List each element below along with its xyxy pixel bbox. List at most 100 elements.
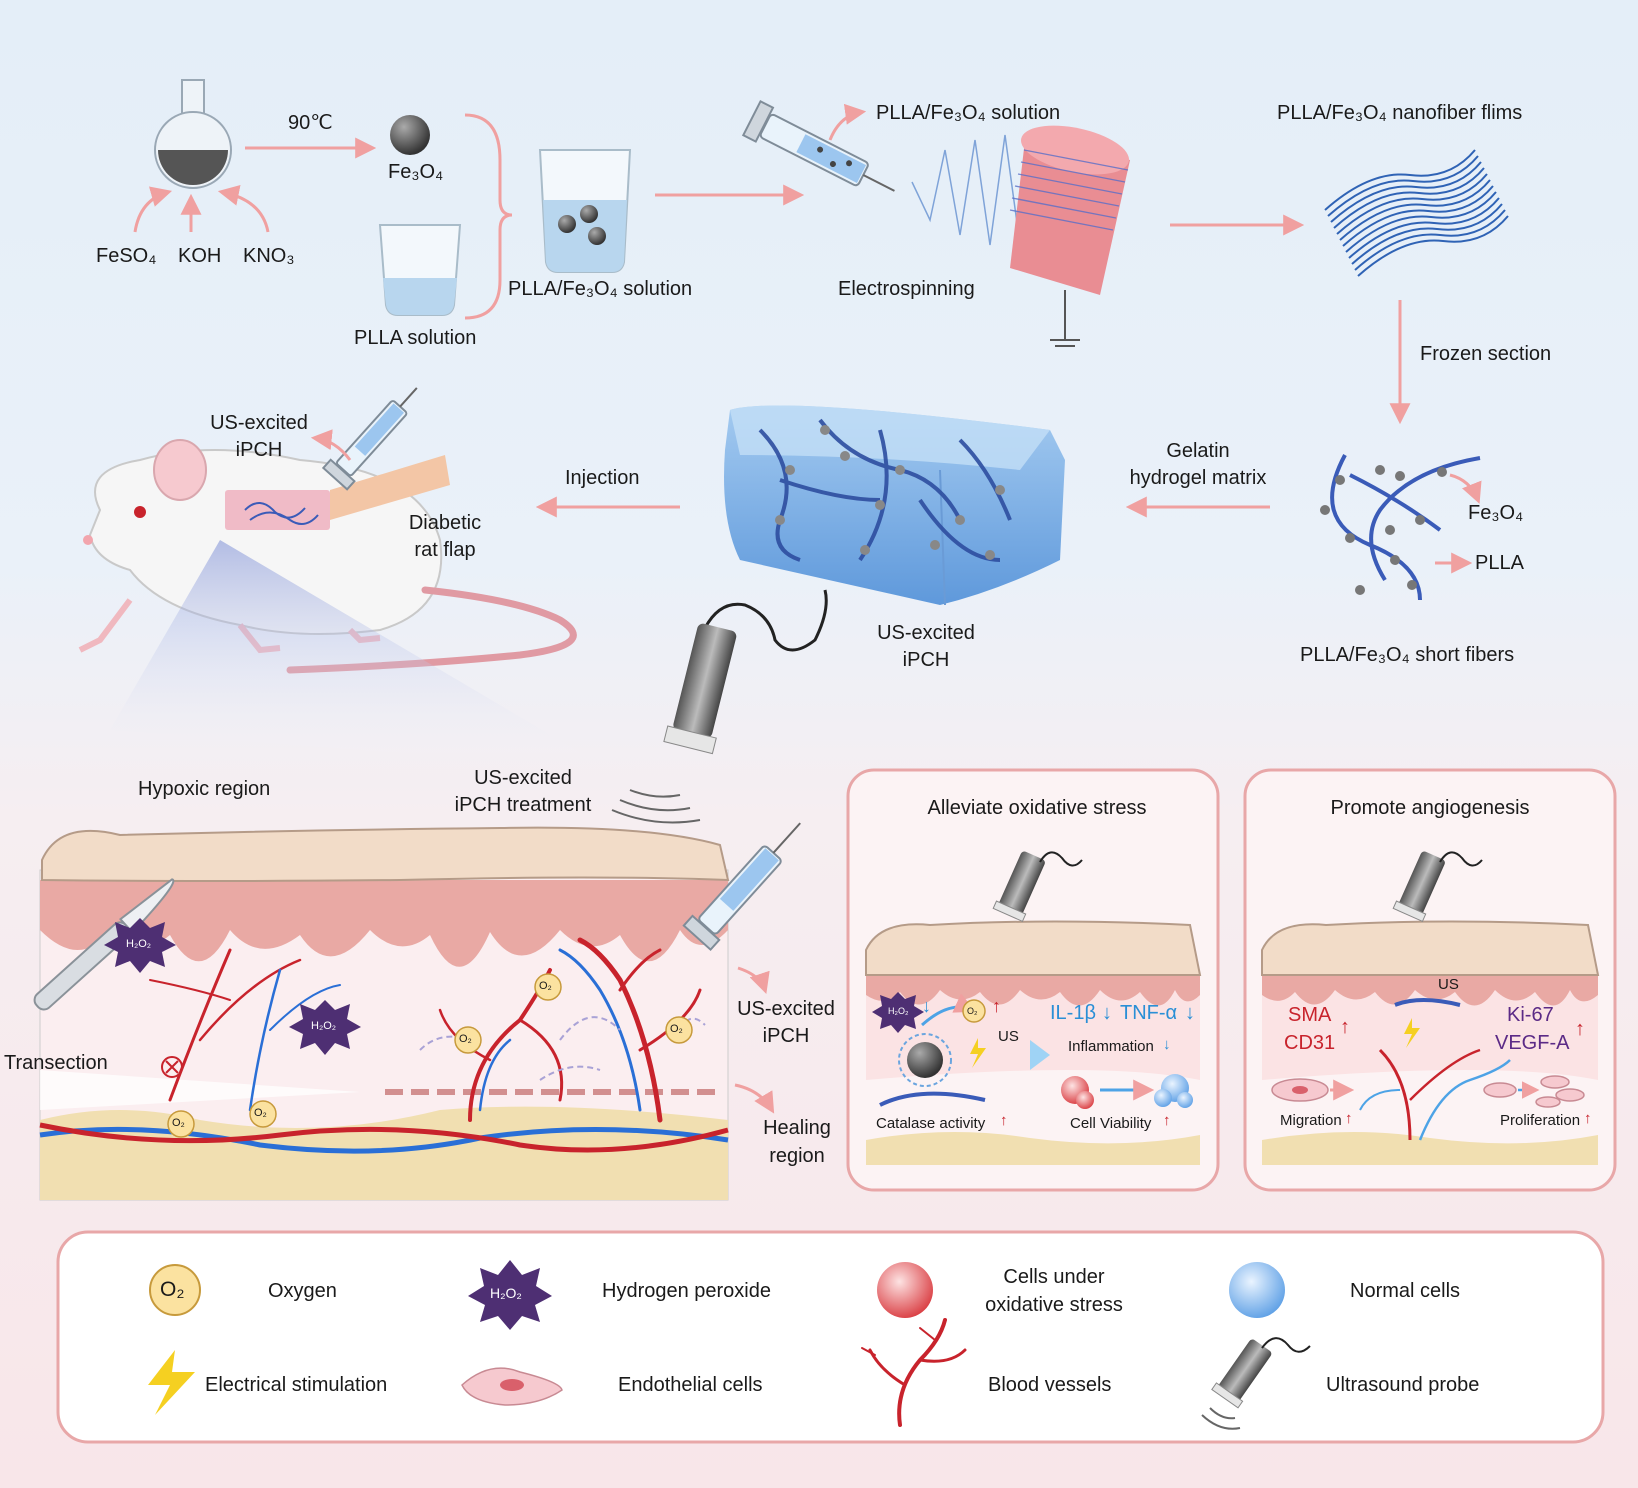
sma-label: SMA bbox=[1288, 1004, 1332, 1026]
fe3o4-callout-arrow bbox=[1449, 473, 1482, 504]
legend-oxygen-label: Oxygen bbox=[268, 1280, 337, 1302]
legend-endothelial-icon bbox=[461, 1367, 563, 1406]
treatment-label-line1: US-excited bbox=[474, 767, 572, 789]
hypoxic-region-label: Hypoxic region bbox=[138, 778, 271, 800]
inflammation-label: Inflammation bbox=[1068, 1038, 1154, 1055]
legend-h2o2-icon bbox=[468, 1260, 552, 1330]
migration-label: Migration bbox=[1280, 1112, 1342, 1129]
legend-normal-cell-icon bbox=[1229, 1262, 1285, 1318]
transection-label: Transection bbox=[4, 1052, 108, 1074]
frozen-section-label: Frozen section bbox=[1420, 343, 1552, 365]
oxidative-panel-tissue bbox=[865, 851, 1202, 1165]
rat-illustration bbox=[78, 439, 577, 674]
plla-fe3o4-solution-label: PLLA/Fe₃O₄ solution bbox=[508, 278, 693, 300]
tissue-iPCH-line2: iPCH bbox=[762, 1025, 810, 1047]
rat-us-line2: iPCH bbox=[235, 439, 283, 461]
reagent-koh: KOH bbox=[178, 245, 222, 267]
tissue-o2-text-4: O₂ bbox=[172, 1117, 185, 1129]
oxidative-panel-title: Alleviate oxidative stress bbox=[927, 797, 1147, 819]
legend-vessel-icon bbox=[861, 1318, 967, 1427]
tissue-o2-text-5: O₂ bbox=[254, 1107, 267, 1119]
ki67-vegfa-up-arrow: ↑ bbox=[1575, 1018, 1585, 1040]
syringe-tissue bbox=[682, 822, 801, 952]
temp-label: 90℃ bbox=[288, 112, 333, 134]
beaker-plla bbox=[378, 224, 462, 316]
tissue-section bbox=[39, 826, 730, 1201]
rat-us-line1: US-excited bbox=[210, 412, 308, 434]
beaker-plla-fe3o4 bbox=[538, 149, 632, 273]
angio-us-label: US bbox=[1438, 976, 1459, 993]
legend-probe-label: Ultrasound probe bbox=[1326, 1374, 1480, 1396]
inflammation-down-arrow: ↓ bbox=[1163, 1036, 1171, 1053]
plla-solution-label: PLLA solution bbox=[354, 327, 477, 349]
reagent-feso4: FeSO₄ bbox=[96, 245, 157, 267]
vegfa-label: VEGF-A bbox=[1495, 1032, 1570, 1054]
electrospinning-jet bbox=[911, 134, 1036, 246]
catalase-label: Catalase activity bbox=[876, 1115, 986, 1132]
short-fibers bbox=[1330, 454, 1481, 601]
legend-oxygen-icon bbox=[149, 1264, 201, 1316]
il1b-down-arrow: ↓ bbox=[1102, 1002, 1112, 1024]
cd31-label: CD31 bbox=[1284, 1032, 1336, 1054]
legend-h2o2-label: Hydrogen peroxide bbox=[602, 1280, 771, 1302]
angio-panel-title: Promote angiogenesis bbox=[1330, 797, 1530, 819]
tissue-o2-text-2: O₂ bbox=[459, 1033, 472, 1045]
collector-drum bbox=[1009, 125, 1130, 347]
legend-stress-line2: oxidative stress bbox=[985, 1294, 1123, 1316]
hydrogel-block bbox=[724, 405, 1065, 606]
blocked-vessel-icon bbox=[161, 1056, 183, 1078]
migration-up-arrow: ↑ bbox=[1345, 1110, 1353, 1127]
zoom-cone bbox=[110, 540, 610, 770]
catalase-up-arrow: ↑ bbox=[1000, 1112, 1008, 1129]
legend-stress-line1: Cells under bbox=[1003, 1266, 1105, 1288]
hydrogel-iPCH-line2: iPCH bbox=[902, 649, 950, 671]
reagent-kno3: KNO₃ bbox=[243, 245, 295, 267]
rat-flap-line1: Diabetic bbox=[408, 512, 482, 534]
gelatin-label-line2: hydrogel matrix bbox=[1129, 467, 1267, 489]
proliferation-label: Proliferation bbox=[1500, 1112, 1581, 1129]
panel-h2o2-text: H₂O₂ bbox=[888, 1006, 909, 1016]
healing-callout bbox=[734, 1083, 775, 1114]
short-fiber-fe3o4-label: Fe₃O₄ bbox=[1468, 502, 1524, 524]
syringe-solution-label: PLLA/Fe₃O₄ solution bbox=[876, 102, 1061, 124]
short-fiber-particles bbox=[1320, 465, 1447, 595]
panel-h2o2-down-arrow: ↓ bbox=[922, 996, 931, 1016]
oxidative-us-label: US bbox=[998, 1028, 1019, 1045]
syringe-electrospinning bbox=[741, 99, 895, 192]
panel-o2-up-arrow: ↑ bbox=[992, 996, 1001, 1016]
tissue-h2o2-text-2: H₂O₂ bbox=[311, 1020, 337, 1032]
viability-up-arrow: ↑ bbox=[1163, 1112, 1171, 1129]
angio-panel-tissue bbox=[970, 851, 1600, 1165]
rat-callout-arrow bbox=[310, 429, 352, 461]
tissue-o2-text-1: O₂ bbox=[539, 980, 552, 992]
legend-h2o2-text: H₂O₂ bbox=[490, 1285, 522, 1301]
legend-endothelial-label: Endothelial cells bbox=[618, 1374, 763, 1396]
panel-o2-text: O₂ bbox=[967, 1006, 978, 1016]
viability-label: Cell Viability bbox=[1070, 1115, 1152, 1132]
proliferation-up-arrow: ↑ bbox=[1584, 1110, 1592, 1127]
tissue-o2-icons bbox=[167, 973, 986, 1138]
gelatin-label-line1: Gelatin bbox=[1166, 440, 1230, 462]
legend-normal-label: Normal cells bbox=[1350, 1280, 1461, 1302]
tissue-h2o2-icons bbox=[104, 918, 924, 1055]
fe3o4-label: Fe₃O₄ bbox=[388, 161, 444, 183]
injection-label: Injection bbox=[565, 467, 640, 489]
legend-o2-text: O₂ bbox=[160, 1278, 185, 1301]
il1b-label: IL-1β bbox=[1050, 1002, 1096, 1024]
ultrasound-probe-main bbox=[611, 589, 828, 824]
short-fiber-plla-label: PLLA bbox=[1475, 552, 1524, 574]
rat-flap-line2: rat flap bbox=[414, 539, 476, 561]
syringe-rat bbox=[321, 387, 418, 491]
nanofiber-films-label: PLLA/Fe₃O₄ nanofiber flims bbox=[1277, 102, 1523, 124]
tnfa-down-arrow: ↓ bbox=[1185, 1002, 1195, 1024]
legend-probe-icon bbox=[1201, 1337, 1311, 1430]
treatment-label-line2: iPCH treatment bbox=[454, 794, 592, 816]
reagent-arrows bbox=[133, 185, 270, 233]
healing-region-line1: Healing bbox=[763, 1117, 831, 1139]
fe3o4-nanoparticle bbox=[390, 115, 430, 155]
round-flask bbox=[154, 79, 232, 189]
short-fibers-label: PLLA/Fe₃O₄ short fibers bbox=[1300, 644, 1515, 666]
legend-electrical-icon bbox=[148, 1350, 195, 1415]
